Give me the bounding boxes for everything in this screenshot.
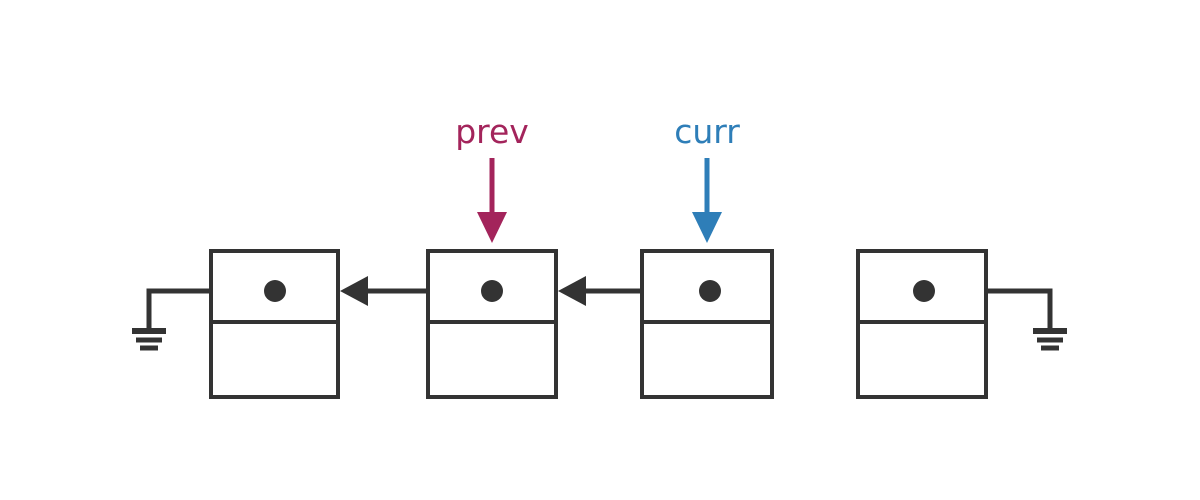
prev-label-text: prev [455, 112, 529, 151]
node-1-pointer-dot [264, 280, 286, 302]
ground-left-wire [146, 288, 211, 329]
node-3-pointer-dot [699, 280, 721, 302]
node-2[interactable] [426, 249, 558, 399]
curr-label-text: curr [674, 112, 740, 151]
ground-right-wire [986, 288, 1053, 329]
node-4-pointer-dot [913, 280, 935, 302]
ground-right [986, 288, 1067, 351]
node-2-pointer-dot [481, 280, 503, 302]
prev-arrow-head [477, 212, 507, 243]
ground-left [132, 288, 211, 351]
node-4[interactable] [856, 249, 988, 399]
curr-arrow-head [692, 212, 722, 243]
pointer-label-prev: prev [455, 112, 529, 243]
node-3[interactable] [640, 249, 774, 399]
link-arrow-head [558, 276, 586, 306]
node-1[interactable] [209, 249, 340, 399]
pointer-label-curr: curr [674, 112, 740, 243]
link-arrow-head [340, 276, 368, 306]
